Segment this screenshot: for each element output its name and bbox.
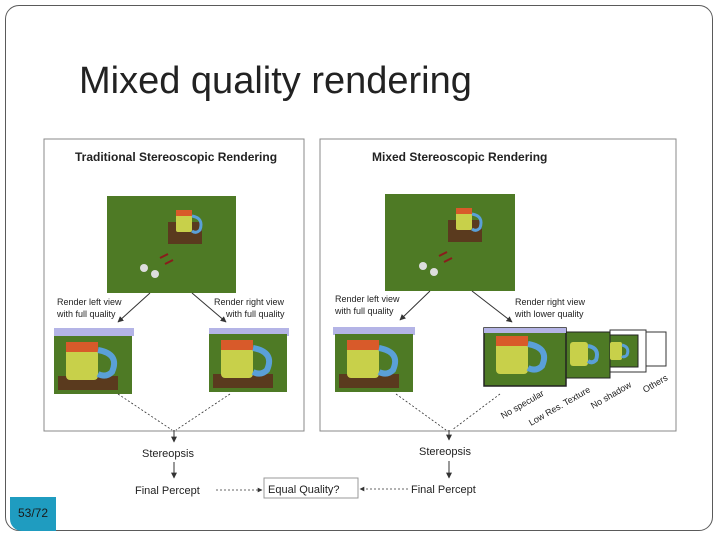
mixed-left-label-line1: Render left view — [335, 294, 400, 304]
equal-quality-label: Equal Quality? — [268, 484, 340, 496]
traditional-heading: Traditional Stereoscopic Rendering — [75, 150, 277, 164]
stereopsis-left: Stereopsis — [142, 448, 194, 460]
final-percept-left: Final Percept — [135, 485, 200, 497]
page-number: 53/72 — [17, 506, 49, 520]
traditional-right-label-line1: Render right view — [214, 297, 285, 307]
mixed-right-label-line2: with lower quality — [514, 309, 584, 319]
mixed-right-view-stack — [483, 327, 667, 387]
slide-frame — [5, 5, 713, 531]
mixed-scene-image — [385, 194, 515, 291]
stereopsis-right: Stereopsis — [419, 446, 471, 458]
mixed-left-label-line2: with full quality — [334, 306, 394, 316]
mixed-left-view — [333, 327, 415, 392]
traditional-right-label-line2: with full quality — [225, 309, 285, 319]
final-percept-right: Final Percept — [411, 484, 476, 496]
equal-quality-box — [263, 477, 359, 499]
traditional-right-view — [209, 328, 289, 392]
page-number-badge: 53/72 — [10, 497, 56, 531]
traditional-left-label-line1: Render left view — [57, 297, 122, 307]
traditional-left-label-line2: with full quality — [56, 309, 116, 319]
slide-title: Mixed quality rendering — [79, 60, 472, 102]
traditional-scene-image — [107, 196, 236, 293]
mixed-heading: Mixed Stereoscopic Rendering — [372, 150, 547, 164]
traditional-left-view — [54, 328, 134, 394]
mixed-right-label-line1: Render right view — [515, 297, 586, 307]
